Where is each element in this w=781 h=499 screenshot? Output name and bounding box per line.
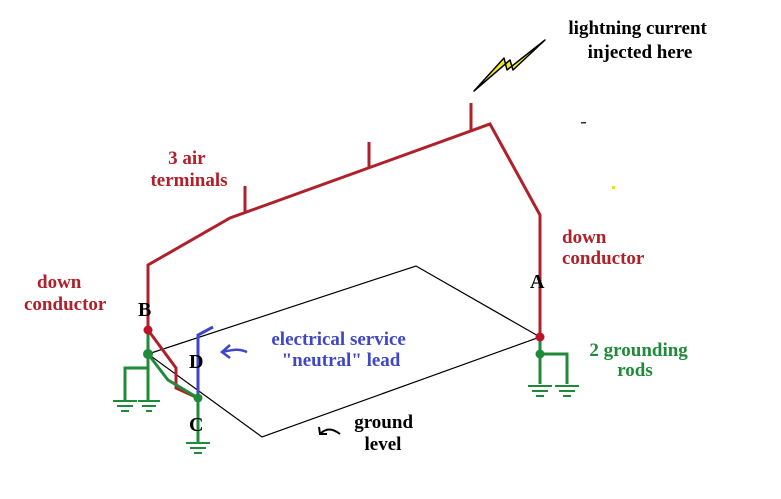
ground-wire-b-to-c — [146, 353, 199, 400]
stray-mark-yellow — [612, 186, 615, 189]
down-conductor-right-label: down conductor — [562, 227, 645, 269]
air-terminals-label: 3 air terminals — [150, 148, 227, 191]
ground-symbol-b1 — [113, 400, 137, 412]
ground-symbol-b2 — [138, 400, 160, 412]
down-conductor-left-label: down conductor — [24, 272, 107, 315]
neutral-lead — [196, 325, 214, 398]
node-c — [193, 393, 203, 403]
point-c-label: C — [189, 414, 203, 436]
node-a-ground — [535, 349, 545, 359]
lightning-bolt-icon — [473, 39, 546, 92]
ground-rod-right-lead — [540, 352, 569, 384]
node-a-top — [535, 332, 545, 342]
stray-mark-dark — [581, 122, 586, 124]
ground-symbol-a2 — [555, 385, 579, 397]
neutral-pointer-arrow-icon — [220, 344, 248, 359]
point-a-label: A — [530, 271, 545, 293]
node-b-ground — [143, 349, 153, 359]
ground-level-label: ground level — [354, 412, 418, 455]
point-d-label: D — [189, 351, 203, 373]
ground-pointer-arrow-icon — [318, 426, 341, 435]
grounding-rods-label: 2 grounding rods — [589, 340, 692, 381]
ground-rod-left-lead — [123, 366, 148, 400]
node-b-top — [143, 325, 153, 335]
service-neutral-label: electrical service "neutral" lead — [271, 329, 410, 371]
ground-symbol-a1 — [528, 385, 552, 397]
point-b-label: B — [138, 299, 151, 321]
roof-conductor — [146, 122, 542, 337]
ground-symbol-c — [186, 442, 210, 454]
lightning-label: lightning current injected here — [568, 18, 711, 63]
